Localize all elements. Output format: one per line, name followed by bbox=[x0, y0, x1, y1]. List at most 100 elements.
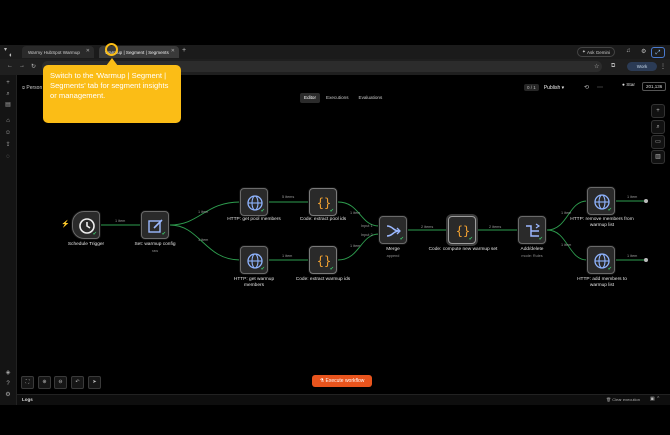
media-icon[interactable]: ♫ bbox=[626, 48, 631, 54]
sticky-note-icon[interactable]: ▭ bbox=[651, 135, 665, 149]
publish-button[interactable]: Publish ▾ bbox=[543, 84, 565, 91]
success-check-icon: ✔ bbox=[468, 236, 473, 242]
close-tab-icon[interactable]: ✕ bbox=[85, 48, 90, 54]
node-label: HTTP: remove members from warmup list bbox=[570, 217, 634, 228]
success-check-icon: ✔ bbox=[260, 266, 265, 272]
edge-set-getwarmup bbox=[169, 224, 241, 261]
guidance-tooltip: Switch to the 'Warmup | Segment | Segmen… bbox=[43, 65, 181, 123]
github-star-button[interactable]: ● Star bbox=[622, 83, 636, 88]
add-node-button[interactable]: + bbox=[651, 104, 665, 118]
success-check-icon: ✔ bbox=[538, 236, 543, 242]
edge-set-getpool bbox=[169, 201, 241, 226]
templates-icon[interactable]: ⇪ bbox=[5, 142, 11, 148]
node-set-warmup-config[interactable]: ✔ bbox=[141, 211, 169, 239]
chat-icon[interactable]: ◌ bbox=[6, 154, 10, 160]
fit-view-icon[interactable]: ⛶ bbox=[21, 376, 34, 389]
out-handle bbox=[644, 258, 648, 262]
logs-label[interactable]: Logs bbox=[22, 397, 33, 402]
node-http-get-warmup[interactable]: ✔ bbox=[240, 246, 268, 274]
merge-input-label: Input 2 bbox=[361, 233, 373, 237]
address-bar[interactable] bbox=[42, 61, 602, 72]
panel-icon[interactable]: ▤ bbox=[5, 102, 11, 108]
node-label: Set: warmup config bbox=[134, 242, 176, 247]
ask-gemini-button[interactable]: ✦ Ask Gemini bbox=[577, 47, 615, 57]
app-sidebar: + ⌕ ▤ ⌂ ☺ ⇪ ◌ ◈ ? ⚙ bbox=[0, 75, 17, 405]
help-icon[interactable]: ? bbox=[6, 381, 10, 387]
node-merge[interactable]: ✔ bbox=[379, 216, 407, 244]
node-http-add-members[interactable]: ✔ bbox=[587, 246, 615, 274]
node-sublabel: append bbox=[386, 254, 400, 258]
more-icon[interactable]: ⋯ bbox=[597, 85, 603, 91]
profile-work-button[interactable]: Work bbox=[627, 62, 657, 71]
add-icon[interactable]: + bbox=[6, 80, 10, 86]
edge-label: 1 item bbox=[627, 254, 638, 258]
edge-label: 1 item bbox=[561, 211, 572, 215]
tab-warmup-segments[interactable]: Warmup | Segment | Segments ✕ bbox=[99, 46, 179, 58]
zoom-out-icon[interactable]: ⊖ bbox=[54, 376, 67, 389]
tab-editor[interactable]: Editor bbox=[300, 93, 321, 103]
users-icon[interactable]: ☺ bbox=[4, 130, 12, 136]
home-icon[interactable]: ⌂ bbox=[6, 118, 10, 124]
edge-label: 1 item bbox=[282, 254, 293, 258]
node-http-get-pool[interactable]: ✔ bbox=[240, 188, 268, 216]
code-braces-icon: {} bbox=[456, 224, 470, 238]
trigger-bolt-icon: ⚡ bbox=[61, 221, 70, 228]
updates-icon[interactable]: ◈ bbox=[5, 370, 11, 376]
logs-bar[interactable] bbox=[17, 394, 670, 405]
success-check-icon: ✔ bbox=[92, 231, 97, 237]
search-icon[interactable]: ⌕ bbox=[6, 91, 10, 97]
edit-pencil-icon bbox=[148, 219, 163, 233]
code-braces-icon: {} bbox=[317, 254, 331, 268]
publish-label: Publish bbox=[543, 84, 561, 91]
success-check-icon: ✔ bbox=[607, 266, 612, 272]
clear-execution-label: Clear execution bbox=[612, 397, 640, 402]
toggle-panel-icon[interactable]: ▥ bbox=[651, 150, 665, 164]
tab-evaluations[interactable]: Evaluations bbox=[358, 95, 383, 100]
node-sublabel: mode: Rules bbox=[521, 254, 543, 258]
version-counter: 0 / 1 bbox=[524, 84, 539, 91]
search-nodes-icon[interactable]: ⌕ bbox=[651, 120, 665, 134]
extensions-icon[interactable]: ⚙ bbox=[641, 49, 647, 55]
edge-label: 1 item bbox=[627, 195, 638, 199]
tab-label: Warmup | Segment | Segments bbox=[105, 49, 169, 55]
new-tab-button[interactable]: + bbox=[182, 47, 187, 54]
browser-logo-icon: ◐ bbox=[9, 52, 14, 59]
node-http-remove-members[interactable]: ✔ bbox=[587, 187, 615, 215]
clock-icon bbox=[79, 218, 95, 234]
node-label: Code: compute new warmup set bbox=[428, 247, 498, 252]
expand-icon[interactable]: ⤢ bbox=[651, 47, 665, 58]
forward-icon[interactable]: → bbox=[19, 63, 25, 69]
undo-icon[interactable]: ↶ bbox=[71, 376, 84, 389]
bookmark-star-icon[interactable]: ☆ bbox=[594, 64, 600, 70]
node-code-compute-warmup[interactable]: {} ✔ bbox=[448, 216, 476, 244]
extension-puzzle-icon[interactable]: ⧉ bbox=[611, 63, 616, 69]
merge-input-label: Input 1 bbox=[361, 224, 373, 228]
globe-icon bbox=[247, 253, 263, 269]
clear-execution-button[interactable]: 🗑 Clear execution bbox=[606, 397, 640, 402]
close-tab-icon[interactable]: ✕ bbox=[170, 48, 175, 54]
edge-codewarmup-merge bbox=[337, 233, 380, 261]
settings-icon[interactable]: ⚙ bbox=[5, 392, 11, 398]
browser-menu-icon[interactable]: ⋮ bbox=[660, 64, 666, 70]
breadcrumb[interactable]: ⍝ Person bbox=[22, 85, 43, 91]
execute-workflow-button[interactable]: ⚗ Execute workflow bbox=[312, 375, 372, 387]
window-menu-icon[interactable]: ▾ bbox=[4, 47, 8, 53]
tidy-up-icon[interactable]: ➤ bbox=[88, 376, 101, 389]
history-icon[interactable]: ⟲ bbox=[584, 85, 590, 91]
node-label: HTTP: get warmup members bbox=[233, 277, 275, 288]
logs-options-icon[interactable]: ▣ ⌃ bbox=[650, 396, 661, 402]
back-icon[interactable]: ← bbox=[7, 63, 13, 69]
node-code-extract-warmup[interactable]: {} ✔ bbox=[309, 246, 337, 274]
reload-icon[interactable]: ↻ bbox=[31, 64, 37, 70]
star-count: 201,136 bbox=[642, 82, 667, 91]
node-add-delete-switch[interactable]: ✔ bbox=[518, 216, 546, 244]
success-check-icon: ✔ bbox=[607, 207, 612, 213]
edge-label: 1 item bbox=[198, 238, 209, 242]
tab-executions[interactable]: Executions bbox=[326, 95, 349, 100]
tab-warmy-hubspot[interactable]: Warmy HubSpot Warmup ✕ bbox=[22, 46, 94, 58]
success-check-icon: ✔ bbox=[329, 266, 334, 272]
node-code-extract-pool[interactable]: {} ✔ bbox=[309, 188, 337, 216]
zoom-in-icon[interactable]: ⊕ bbox=[38, 376, 51, 389]
code-braces-icon: {} bbox=[317, 196, 331, 210]
node-schedule-trigger[interactable]: ✔ bbox=[72, 211, 100, 239]
